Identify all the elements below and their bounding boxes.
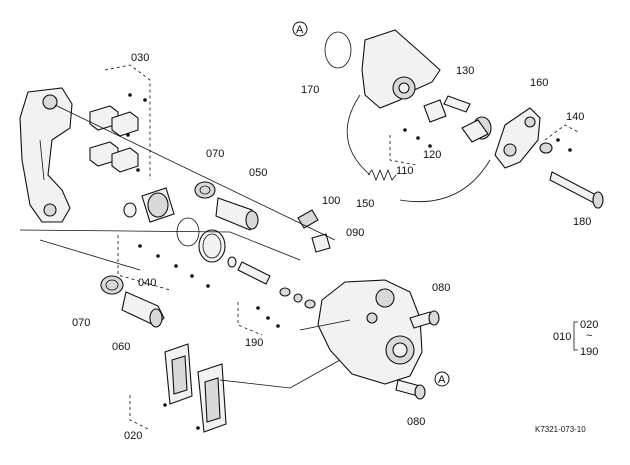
guide-pin-060 [121, 291, 165, 328]
washer-140 [539, 142, 553, 154]
group-bracket-110 [389, 135, 417, 166]
label-020: 020 [124, 430, 142, 442]
group-bracket-190 [237, 302, 263, 336]
group-bracket-030 [104, 64, 151, 180]
label-180: 180 [573, 216, 591, 228]
label-110: 110 [396, 165, 414, 177]
brake-pad-left [164, 343, 193, 405]
bolt-130 [443, 95, 471, 113]
label-030: 030 [131, 52, 149, 64]
label-070-upper: 070 [206, 148, 224, 160]
label-090: 090 [346, 227, 364, 239]
label-120: 120 [423, 149, 441, 161]
label-160: 160 [530, 77, 548, 89]
bleeder-parts-190 [279, 287, 316, 309]
o-ring-170 [324, 31, 352, 69]
caliper-mount-110 [361, 29, 441, 109]
label-060: 060 [112, 341, 130, 353]
svg-text:A: A [296, 24, 304, 36]
label-080-lower: 080 [407, 416, 425, 428]
pad-spring-clips [89, 105, 139, 173]
fitting-090 [311, 233, 331, 253]
label-050: 050 [249, 167, 267, 179]
lever-arm-160 [494, 107, 541, 169]
label-tilde: ~ [586, 330, 592, 342]
label-130: 130 [456, 65, 474, 77]
piston-seal-set [123, 187, 271, 285]
group-bracket-020 [129, 395, 151, 431]
label-070-lower: 070 [72, 317, 90, 329]
bolt-180 [549, 171, 604, 209]
caliper-body [317, 279, 423, 385]
svg-text:A: A [438, 374, 446, 386]
guide-pin-050 [215, 197, 259, 231]
group-bracket-040 [117, 235, 171, 291]
group-bracket-010 [573, 321, 578, 351]
label-080-upper: 080 [432, 282, 450, 294]
return-spring-150 [367, 168, 397, 182]
label-020-range: 020 [580, 319, 598, 331]
label-040: 040 [138, 277, 156, 289]
figure-code: K7321-073-10 [535, 425, 586, 434]
label-010: 010 [553, 331, 571, 343]
arrow-curve-right [399, 159, 491, 203]
label-190: 190 [245, 337, 263, 349]
banjo-bolt-100 [297, 209, 319, 229]
boot-070-upper [194, 181, 216, 199]
group-bracket-140 [544, 124, 579, 141]
label-140: 140 [566, 111, 584, 123]
spring-pin-120 [423, 99, 492, 143]
bolt-080-lower [395, 379, 426, 400]
bolt-080-upper [409, 310, 440, 329]
label-170: 170 [301, 84, 319, 96]
boot-070-lower [100, 275, 124, 295]
brake-pad-right [197, 363, 227, 433]
label-190-range: 190 [580, 346, 598, 358]
marker-a-top: A [292, 21, 308, 37]
arrow-curve-left [346, 94, 371, 176]
marker-a-bottom: A [434, 371, 450, 387]
label-100: 100 [322, 195, 340, 207]
label-150: 150 [356, 198, 374, 210]
caliper-bracket [19, 87, 73, 223]
